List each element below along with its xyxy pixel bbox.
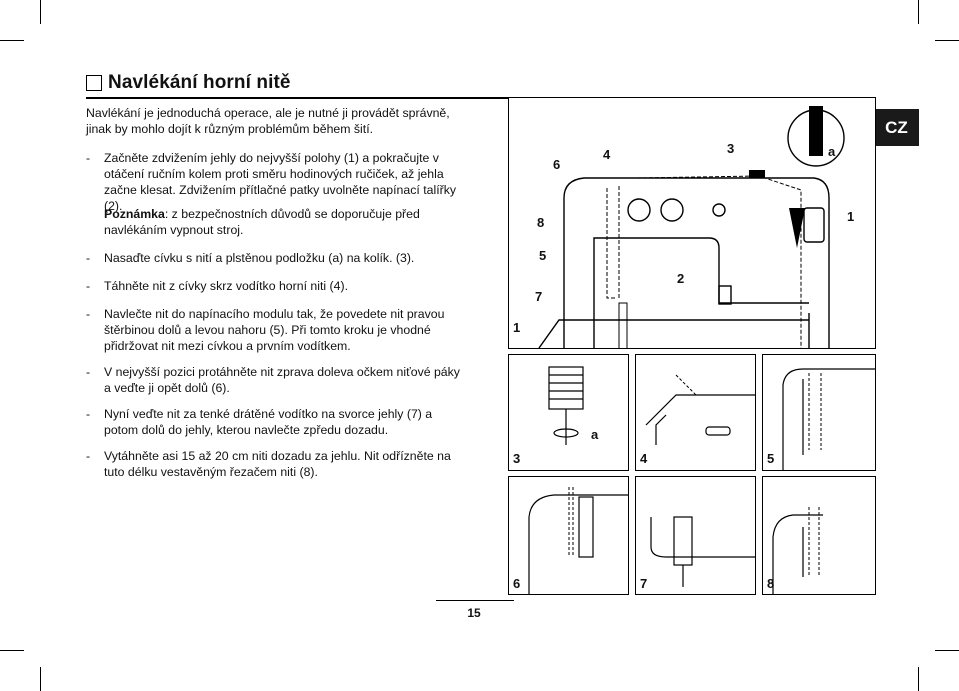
callout-1: 1 [513, 320, 521, 335]
page-title: Navlékání horní nitě [108, 72, 291, 93]
callout-a: a [828, 144, 836, 159]
step-text: Začněte zdvižením jehly do nejvyšší polo… [104, 151, 457, 213]
step-7-diagram: 7 [635, 476, 756, 595]
bullet-dash: - [86, 279, 91, 293]
step-item: - Nyní veďte nit za tenké drátěné vodítk… [86, 406, 466, 438]
diagram-label: 8 [767, 576, 775, 591]
step-item: - Začněte zdvižením jehly do nejvyšší po… [86, 150, 466, 214]
step-4-diagram: 4 [635, 354, 756, 471]
crop-mark [40, 0, 41, 24]
diagram-label: 7 [640, 576, 648, 591]
callout-2: 2 [677, 271, 685, 286]
callout-8: 8 [537, 215, 545, 230]
crop-mark [0, 40, 24, 41]
step-text: Nasaďte cívku s nití a plstěnou podložku… [104, 251, 415, 265]
step-item: - Navlečte nit do napínacího modulu tak,… [86, 306, 466, 354]
diagram-label: 5 [767, 451, 775, 466]
callout-5: 5 [539, 248, 547, 263]
diagram-label: 3 [513, 451, 521, 466]
step-text: Nyní veďte nit za tenké drátěné vodítko … [104, 407, 433, 437]
safety-note: Poznámka: z bezpečnostních důvodů se dop… [104, 206, 464, 238]
step-5-diagram: 5 [762, 354, 876, 471]
intro-paragraph: Navlékání je jednoduchá operace, ale je … [86, 106, 450, 136]
crop-mark [40, 667, 41, 691]
note-label: Poznámka [104, 207, 165, 221]
bullet-dash: - [86, 365, 91, 379]
language-tab: CZ [874, 109, 919, 146]
checkbox-square-icon [86, 75, 102, 91]
bullet-dash: - [86, 407, 91, 421]
heading-rule [86, 97, 876, 99]
step-6-diagram: 6 [508, 476, 629, 595]
step-8-diagram: 8 [762, 476, 876, 595]
callout-3: 3 [727, 141, 735, 156]
step-text: Navlečte nit do napínacího modulu tak, ž… [104, 307, 445, 353]
thread-guide-illustration [645, 374, 755, 445]
step-3-diagram: 3 a [508, 354, 629, 471]
step-item: - Táhněte nit z cívky skrz vodítko horní… [86, 278, 466, 294]
callout-7: 7 [535, 289, 543, 304]
sewing-machine-illustration [538, 106, 845, 348]
crop-mark [0, 650, 24, 651]
crop-mark [918, 0, 919, 24]
step-item: - Nasaďte cívku s nití a plstěnou podlož… [86, 250, 466, 266]
crop-mark [935, 650, 959, 651]
step-item: - Vytáhněte asi 15 až 20 cm niti dozadu … [86, 448, 466, 480]
needle-clamp-illustration [650, 516, 755, 587]
bullet-dash: - [86, 251, 91, 265]
take-up-lever-illustration [528, 487, 628, 594]
tension-module-illustration [782, 368, 875, 470]
callout-4: 4 [603, 147, 611, 162]
felt-pad-callout: a [591, 427, 599, 442]
step-text: V nejvyšší pozici protáhněte nit zprava … [104, 365, 460, 395]
diagram-label: 6 [513, 576, 521, 591]
main-threading-diagram: 6 4 3 a 8 1 5 2 7 1 [508, 97, 876, 349]
bullet-dash: - [86, 307, 91, 321]
thread-cutter-illustration [772, 507, 823, 594]
callout-1: 1 [847, 209, 855, 224]
page-number: 15 [467, 606, 481, 620]
note-text: : z bezpečnostních důvodů se doporučuje … [104, 207, 420, 237]
step-text: Vytáhněte asi 15 až 20 cm niti dozadu za… [104, 449, 451, 479]
footer-rule [436, 600, 514, 601]
crop-mark [918, 667, 919, 691]
bullet-dash: - [86, 449, 91, 463]
step-text: Táhněte nit z cívky skrz vodítko horní n… [104, 279, 348, 293]
crop-mark [935, 40, 959, 41]
section-heading: Navlékání horní nitě [86, 72, 291, 94]
spool-pin-illustration [548, 366, 584, 445]
step-item: - V nejvyšší pozici protáhněte nit zprav… [86, 364, 466, 396]
callout-6: 6 [553, 157, 561, 172]
bullet-dash: - [86, 151, 91, 165]
diagram-label: 4 [640, 451, 648, 466]
